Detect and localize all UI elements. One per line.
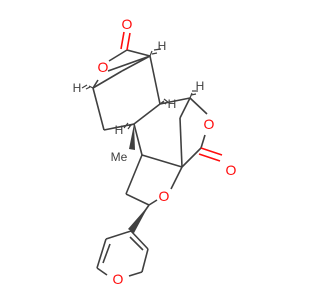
- ring-oxygen-right: O: [204, 116, 215, 132]
- hashed-bonds: [81, 48, 198, 130]
- bond: [107, 55, 151, 72]
- hash: [81, 84, 88, 89]
- carbonyl-oxygen-top: O: [122, 16, 133, 32]
- hash: [85, 86, 91, 90]
- bond: [92, 87, 105, 131]
- bond: [129, 236, 144, 251]
- bond: [179, 117, 183, 168]
- bond: [96, 238, 107, 269]
- hash: [123, 122, 129, 129]
- hydrogen-left: H: [73, 81, 82, 95]
- bond: [126, 49, 151, 57]
- hash: [153, 48, 162, 51]
- hydrogen-right: H: [196, 79, 205, 93]
- bond: [141, 248, 149, 273]
- methyl-wedge: [129, 124, 135, 150]
- hash: [149, 50, 153, 57]
- carbonyl-oxygen-right: O: [226, 162, 237, 178]
- bond: [200, 134, 206, 149]
- bond: [200, 147, 223, 156]
- hash: [151, 52, 158, 55]
- hydrogen-lower: H: [115, 123, 124, 137]
- bond: [102, 243, 111, 264]
- hash: [127, 124, 132, 130]
- hydrogen-mid: H: [168, 97, 177, 111]
- bond: [149, 55, 161, 105]
- bond: [189, 97, 208, 115]
- bond: [96, 267, 108, 276]
- methyl-label: Me: [111, 150, 128, 164]
- bond: [108, 49, 128, 62]
- bond: [121, 55, 151, 72]
- furan-wedge: [128, 205, 149, 233]
- carbonyl-bonds: [120, 31, 223, 162]
- molecule-structure: O O O O O O H H H H H Me: [73, 16, 237, 287]
- bond: [179, 97, 191, 119]
- wedge-bonds: [128, 124, 149, 233]
- hash: [190, 93, 197, 96]
- bond: [103, 123, 135, 131]
- bond: [120, 31, 125, 50]
- hash: [161, 101, 167, 105]
- bond: [133, 123, 143, 156]
- bond: [126, 32, 131, 51]
- bond: [92, 70, 123, 89]
- bond: [133, 103, 161, 125]
- hash: [163, 98, 170, 104]
- hash: [88, 85, 94, 89]
- bond: [130, 230, 149, 250]
- bond: [128, 271, 143, 277]
- bond: [170, 166, 183, 190]
- bond: [198, 153, 221, 162]
- bond: [105, 230, 132, 240]
- thf-oxygen: O: [159, 188, 170, 204]
- bond: [125, 193, 150, 206]
- bond: [125, 154, 143, 195]
- bond: [148, 199, 158, 206]
- hydrogen-top-right: H: [158, 39, 167, 53]
- ring-oxygen-top: O: [98, 59, 109, 75]
- hash: [189, 92, 193, 99]
- furan-oxygen: O: [113, 271, 124, 287]
- bond: [181, 147, 202, 168]
- bond: [141, 154, 183, 168]
